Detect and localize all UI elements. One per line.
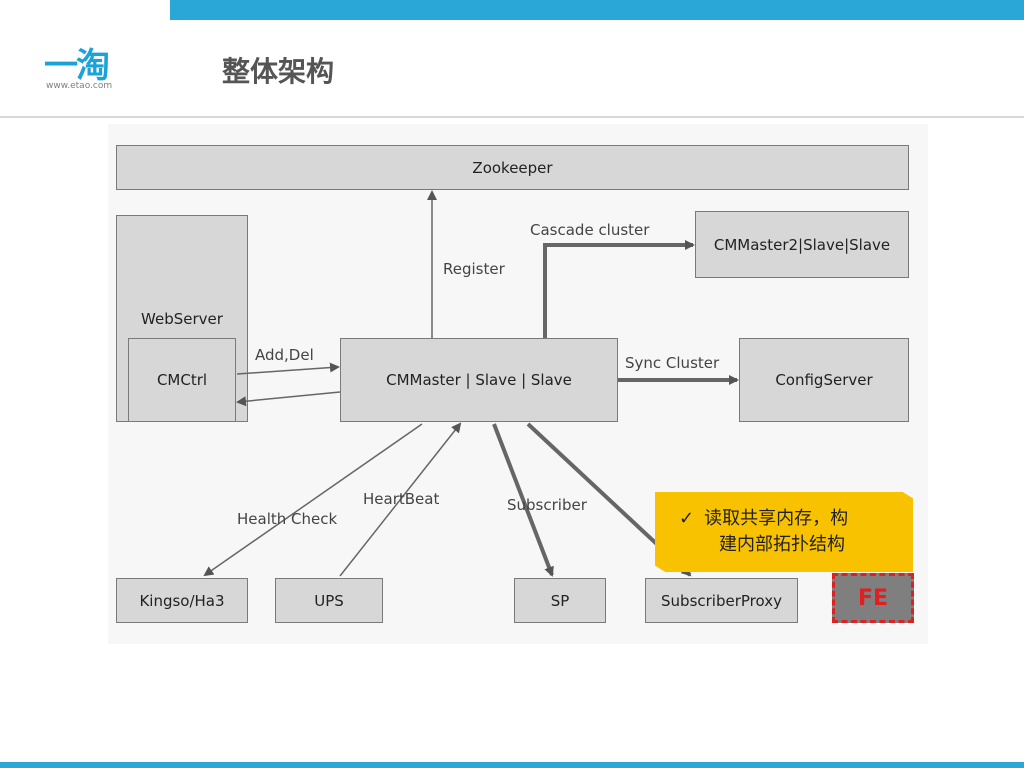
ups-label: UPS bbox=[314, 591, 344, 610]
fe-node: FE bbox=[832, 573, 914, 623]
callout-text-1: 读取共享内存，构 bbox=[704, 508, 849, 529]
zookeeper-node: Zookeeper bbox=[116, 145, 909, 190]
cmmaster2-label: CMMaster2|Slave|Slave bbox=[713, 235, 891, 254]
zookeeper-label: Zookeeper bbox=[472, 158, 553, 177]
callout-note: ✓ 读取共享内存，构 建内部拓扑结构 bbox=[655, 492, 913, 572]
adddel-label: Add,Del bbox=[255, 346, 314, 364]
subscriberproxy-label: SubscriberProxy bbox=[661, 591, 782, 610]
checkmark-icon: ✓ bbox=[679, 508, 695, 529]
cascade-edge bbox=[543, 240, 695, 338]
sync-label: Sync Cluster bbox=[625, 354, 720, 372]
callout-line-1: ✓ 读取共享内存，构 bbox=[679, 506, 897, 532]
adddel-edge bbox=[236, 362, 340, 375]
sp-label: SP bbox=[550, 591, 570, 610]
header-divider bbox=[0, 116, 1024, 118]
webserver-label: WebServer bbox=[141, 310, 223, 328]
subscriber-label: Subscriber bbox=[507, 496, 587, 514]
cascade-label: Cascade cluster bbox=[530, 221, 650, 239]
health-edge bbox=[203, 423, 423, 577]
etao-logo: 一淘 www.etao.com bbox=[44, 48, 134, 96]
subscriberproxy-node: SubscriberProxy bbox=[645, 578, 798, 623]
kingso-label: Kingso/Ha3 bbox=[139, 591, 225, 610]
cmmaster-label: CMMaster | Slave | Slave bbox=[386, 371, 572, 389]
configserver-node: ConfigServer bbox=[739, 338, 909, 422]
logo-url: www.etao.com bbox=[46, 81, 113, 91]
adddel-return-edge bbox=[236, 391, 341, 407]
cmmaster2-node: CMMaster2|Slave|Slave bbox=[695, 211, 909, 278]
configserver-label: ConfigServer bbox=[775, 371, 873, 389]
callout-text-2: 建内部拓扑结构 bbox=[719, 534, 845, 555]
logo-mark: 一淘 bbox=[44, 46, 110, 86]
heartbeat-edge bbox=[339, 422, 462, 577]
sp-node: SP bbox=[514, 578, 606, 623]
cmctrl-node: CMCtrl bbox=[128, 338, 236, 422]
kingso-node: Kingso/Ha3 bbox=[116, 578, 248, 623]
cmctrl-label: CMCtrl bbox=[156, 371, 208, 389]
ups-node: UPS bbox=[275, 578, 383, 623]
bottom-accent-bar bbox=[0, 762, 1024, 768]
fe-label: FE bbox=[857, 585, 889, 611]
callout-line-2: 建内部拓扑结构 bbox=[679, 532, 897, 558]
top-accent-bar bbox=[170, 0, 1024, 20]
page-title: 整体架构 bbox=[222, 55, 335, 88]
heartbeat-label: HeartBeat bbox=[363, 490, 440, 508]
health-label: Health Check bbox=[237, 510, 338, 528]
cmmaster-node: CMMaster | Slave | Slave bbox=[340, 338, 618, 422]
register-label: Register bbox=[443, 260, 505, 278]
subscriber-sp-edge bbox=[492, 423, 554, 577]
